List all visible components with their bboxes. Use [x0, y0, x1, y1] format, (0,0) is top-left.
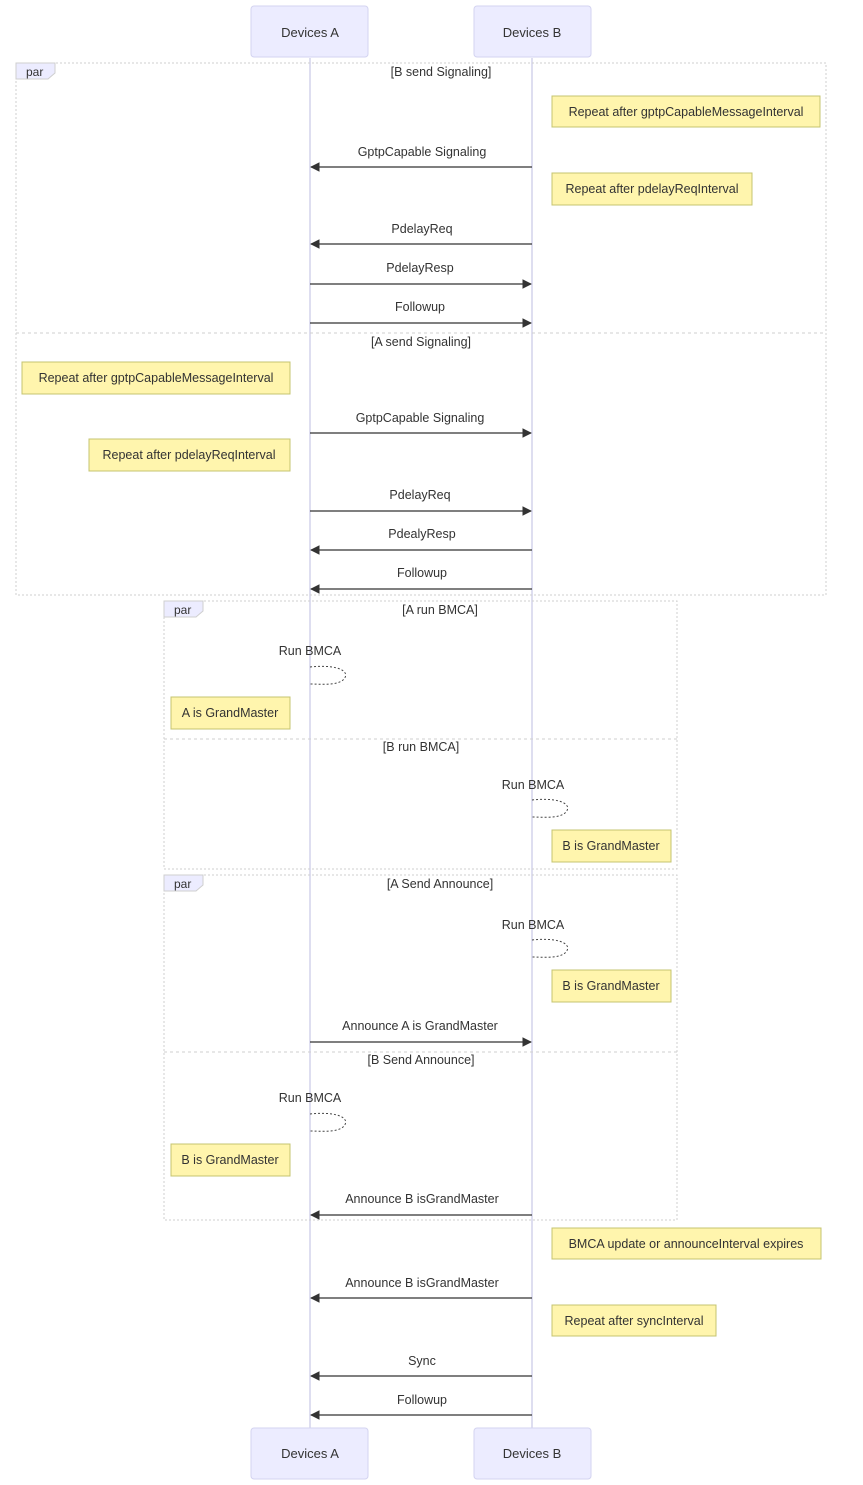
message-followup-b-to-a: Followup [310, 566, 532, 594]
actor-devices-a-bottom: Devices A [250, 1427, 369, 1480]
frame-condition: [B Send Announce] [367, 1053, 474, 1067]
svg-text:Sync: Sync [408, 1354, 436, 1368]
svg-text:Devices A: Devices A [281, 25, 339, 40]
frame-condition: [B send Signaling] [391, 65, 492, 79]
note: Repeat after pdelayReqInterval [551, 172, 753, 206]
note: Repeat after pdelayReqInterval [88, 438, 291, 472]
actor-devices-b-bottom: Devices B [473, 1427, 592, 1480]
message-followup-a-to-b: Followup [310, 300, 532, 328]
message-pdelayresp-a-to-b: PdelayResp [310, 261, 532, 289]
svg-text:A is GrandMaster: A is GrandMaster [182, 706, 279, 720]
message-pdelayreq-b-to-a: PdelayReq [310, 222, 532, 249]
svg-text:B is GrandMaster: B is GrandMaster [181, 1153, 278, 1167]
self-message-run-bmca-b: Run BMCA [502, 778, 568, 818]
frame-label: par [174, 603, 191, 617]
svg-text:Devices B: Devices B [503, 25, 562, 40]
svg-text:Run BMCA: Run BMCA [279, 1091, 342, 1105]
svg-text:Followup: Followup [397, 566, 447, 580]
frame-condition: [A Send Announce] [387, 877, 493, 891]
note: BMCA update or announceInterval expires [551, 1227, 822, 1260]
svg-text:GptpCapable Signaling: GptpCapable Signaling [356, 411, 485, 425]
message-pdelayreq-a-to-b: PdelayReq [310, 488, 532, 516]
par-frame-announce: par [A Send Announce] [B Send Announce] [163, 874, 678, 1221]
svg-text:Run BMCA: Run BMCA [279, 644, 342, 658]
message-sync-b-to-a: Sync [310, 1354, 532, 1381]
message-gptpcapable-b-to-a: GptpCapable Signaling [310, 145, 532, 172]
svg-text:PdelayResp: PdelayResp [386, 261, 453, 275]
frame-label: par [26, 65, 43, 79]
svg-text:BMCA update or announceInterva: BMCA update or announceInterval expires [569, 1237, 804, 1251]
svg-text:Repeat after gptpCapableMessag: Repeat after gptpCapableMessageInterval [569, 105, 804, 119]
frame-condition: [A send Signaling] [371, 335, 471, 349]
actor-devices-a-top: Devices A [250, 5, 369, 58]
note: B is GrandMaster [551, 969, 672, 1003]
svg-text:Devices A: Devices A [281, 1446, 339, 1461]
note: A is GrandMaster [170, 696, 291, 730]
frame-condition: [A run BMCA] [402, 603, 478, 617]
frame-condition: [B run BMCA] [383, 740, 459, 754]
note: Repeat after syncInterval [551, 1304, 717, 1337]
svg-text:Run BMCA: Run BMCA [502, 918, 565, 932]
svg-text:Announce B isGrandMaster: Announce B isGrandMaster [345, 1276, 499, 1290]
svg-text:Run BMCA: Run BMCA [502, 778, 565, 792]
svg-text:Followup: Followup [397, 1393, 447, 1407]
self-message-run-bmca-a: Run BMCA [279, 1091, 346, 1132]
svg-text:PdealyResp: PdealyResp [388, 527, 455, 541]
svg-text:B is GrandMaster: B is GrandMaster [562, 839, 659, 853]
note: Repeat after gptpCapableMessageInterval [551, 95, 821, 128]
note: B is GrandMaster [551, 829, 672, 863]
svg-text:Repeat after pdelayReqInterval: Repeat after pdelayReqInterval [102, 448, 275, 462]
message-pdealyresp-b-to-a: PdealyResp [310, 527, 532, 555]
svg-text:GptpCapable Signaling: GptpCapable Signaling [358, 145, 487, 159]
frame-label: par [174, 877, 191, 891]
svg-text:Announce A is GrandMaster: Announce A is GrandMaster [342, 1019, 498, 1033]
message-announce-b-to-a: Announce B isGrandMaster [310, 1192, 532, 1220]
message-gptpcapable-a-to-b: GptpCapable Signaling [310, 411, 532, 438]
svg-text:Announce B isGrandMaster: Announce B isGrandMaster [345, 1192, 499, 1206]
svg-text:PdelayReq: PdelayReq [389, 488, 450, 502]
actor-devices-b-top: Devices B [473, 5, 592, 58]
message-announce-a-to-b: Announce A is GrandMaster [310, 1019, 532, 1047]
par-frame-bmca: par [A run BMCA] [B run BMCA] [163, 600, 678, 870]
svg-text:PdelayReq: PdelayReq [391, 222, 452, 236]
svg-text:Devices B: Devices B [503, 1446, 562, 1461]
message-followup-b-to-a: Followup [310, 1393, 532, 1420]
note: B is GrandMaster [170, 1143, 291, 1177]
par-frame-signaling: par [B send Signaling] [A send Signaling… [15, 62, 827, 596]
note: Repeat after gptpCapableMessageInterval [21, 361, 291, 395]
self-message-run-bmca-a: Run BMCA [279, 644, 346, 685]
svg-text:Repeat after pdelayReqInterval: Repeat after pdelayReqInterval [565, 182, 738, 196]
svg-text:B is GrandMaster: B is GrandMaster [562, 979, 659, 993]
svg-text:Followup: Followup [395, 300, 445, 314]
message-announce-b-to-a: Announce B isGrandMaster [310, 1276, 532, 1303]
svg-text:Repeat after syncInterval: Repeat after syncInterval [565, 1314, 704, 1328]
svg-text:Repeat after gptpCapableMessag: Repeat after gptpCapableMessageInterval [39, 371, 274, 385]
self-message-run-bmca-b: Run BMCA [502, 918, 568, 958]
